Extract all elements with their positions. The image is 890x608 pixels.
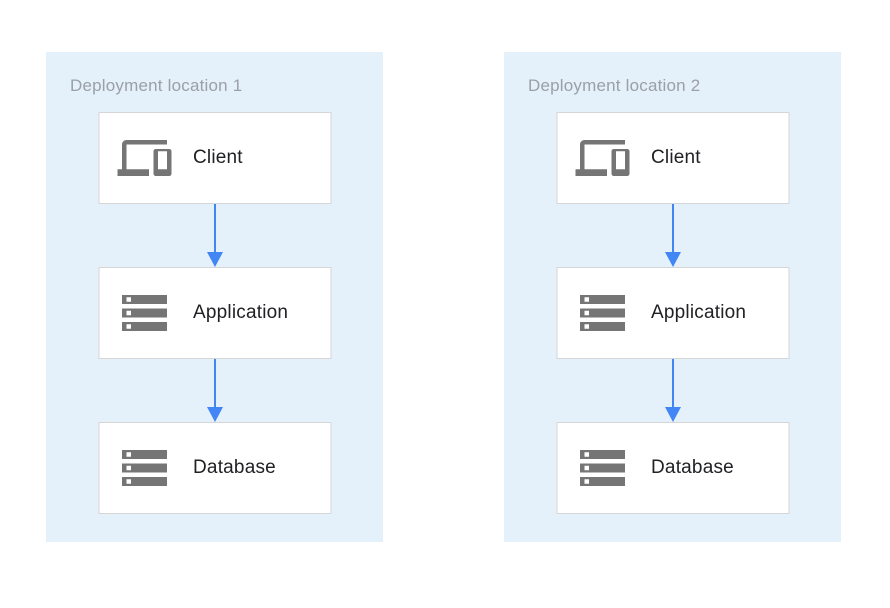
node-label: Client	[651, 147, 701, 168]
arrow-shaft	[213, 204, 216, 252]
client-node: Client	[98, 112, 331, 204]
storage-icon	[117, 441, 171, 495]
client-node: Client	[556, 112, 789, 204]
storage-icon	[117, 286, 171, 340]
arrow-shaft	[671, 359, 674, 407]
arrow-head	[664, 407, 681, 422]
arrow-client-to-application	[206, 204, 223, 267]
arrow-application-to-database	[664, 359, 681, 422]
devices-icon	[117, 131, 171, 185]
arrow-application-to-database	[206, 359, 223, 422]
deployment-location-2-panel: Deployment location 2 Client Application	[504, 52, 841, 542]
arrow-shaft	[213, 359, 216, 407]
arrow-head	[206, 252, 223, 267]
deployment-location-1-panel: Deployment location 1 Client Application	[46, 52, 383, 542]
database-node: Database	[98, 422, 331, 514]
node-label: Application	[651, 302, 747, 323]
arrow-shaft	[671, 204, 674, 252]
panel-title: Deployment location 1	[70, 76, 243, 95]
arrow-head	[664, 252, 681, 267]
node-label: Application	[193, 302, 289, 323]
arrow-head	[206, 407, 223, 422]
storage-icon	[575, 441, 629, 495]
node-label: Database	[651, 457, 734, 478]
application-node: Application	[556, 267, 789, 359]
node-label: Database	[193, 457, 276, 478]
application-node: Application	[98, 267, 331, 359]
panel-title: Deployment location 2	[528, 76, 701, 95]
arrow-client-to-application	[664, 204, 681, 267]
devices-icon	[575, 131, 629, 185]
storage-icon	[575, 286, 629, 340]
node-label: Client	[193, 147, 243, 168]
database-node: Database	[556, 422, 789, 514]
